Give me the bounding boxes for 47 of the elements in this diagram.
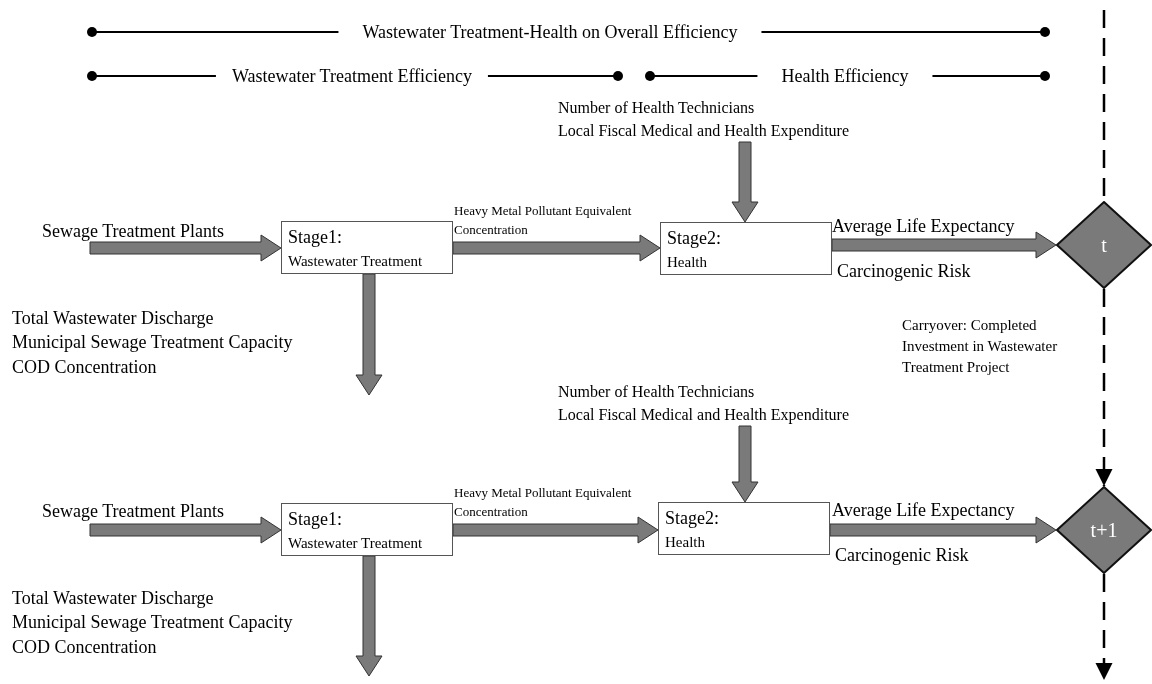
output-label: Total Wastewater Discharge: [12, 307, 214, 330]
input-label: Local Fiscal Medical and Health Expenditure: [558, 121, 850, 142]
edge-label: Sewage Treatment Plants: [42, 220, 225, 243]
input-label: Number of Health Technicians: [558, 382, 756, 402]
stage-text: Stage2:: [667, 226, 722, 250]
edge-label: Sewage Treatment Plants: [42, 500, 225, 523]
output-label: COD Concentration: [12, 636, 157, 659]
stage-text: Health: [667, 252, 708, 272]
output-label: Carcinogenic Risk: [837, 260, 971, 283]
output-label: Total Wastewater Discharge: [12, 587, 214, 610]
time-diamond: [1056, 201, 1152, 289]
edge-label: Average Life Expectancy: [832, 499, 1016, 522]
stage-box: [660, 222, 832, 275]
edge-label: Heavy Metal Pollutant Equivalent Concentration: [454, 202, 633, 239]
block-arrow: [89, 234, 282, 262]
dashed-arrow: [1095, 574, 1113, 680]
edge-label: Heavy Metal Pollutant Equivalent Concentration: [454, 484, 633, 521]
edge-label: Carryover: Completed Investment in Wastewater Treatment Project: [902, 316, 1059, 377]
output-label: Carcinogenic Risk: [835, 544, 969, 567]
input-label: Number of Health Technicians: [558, 98, 756, 118]
block-arrow: [831, 231, 1057, 259]
output-label: Municipal Sewage Treatment Capacity: [12, 611, 293, 634]
time-label: t: [1101, 233, 1107, 258]
input-label: Local Fiscal Medical and Health Expenditure: [558, 405, 850, 426]
stage-text: Wastewater Treatment: [288, 251, 424, 271]
stage-box: [281, 503, 453, 556]
block-arrow: [829, 516, 1057, 544]
block-arrow: [731, 141, 759, 223]
block-arrow: [355, 555, 383, 677]
stage-text: Stage2:: [665, 506, 720, 530]
stage-box: [281, 221, 453, 274]
time-label: t+1: [1090, 518, 1118, 543]
stage-text: Health: [665, 532, 706, 552]
block-arrow: [89, 516, 282, 544]
edge-label: Average Life Expectancy: [832, 215, 1016, 238]
stage-text: Wastewater Treatment: [288, 533, 424, 553]
stage-box: [658, 502, 830, 555]
output-label: Municipal Sewage Treatment Capacity: [12, 331, 293, 354]
time-diamond: [1056, 486, 1152, 574]
block-arrow: [452, 516, 659, 544]
block-arrow: [355, 273, 383, 396]
stage-text: Stage1:: [288, 225, 343, 249]
stage-text: Stage1:: [288, 507, 343, 531]
dashed-arrow: [1095, 289, 1113, 486]
block-arrow: [452, 234, 661, 262]
block-arrow: [731, 425, 759, 503]
output-label: COD Concentration: [12, 356, 157, 379]
